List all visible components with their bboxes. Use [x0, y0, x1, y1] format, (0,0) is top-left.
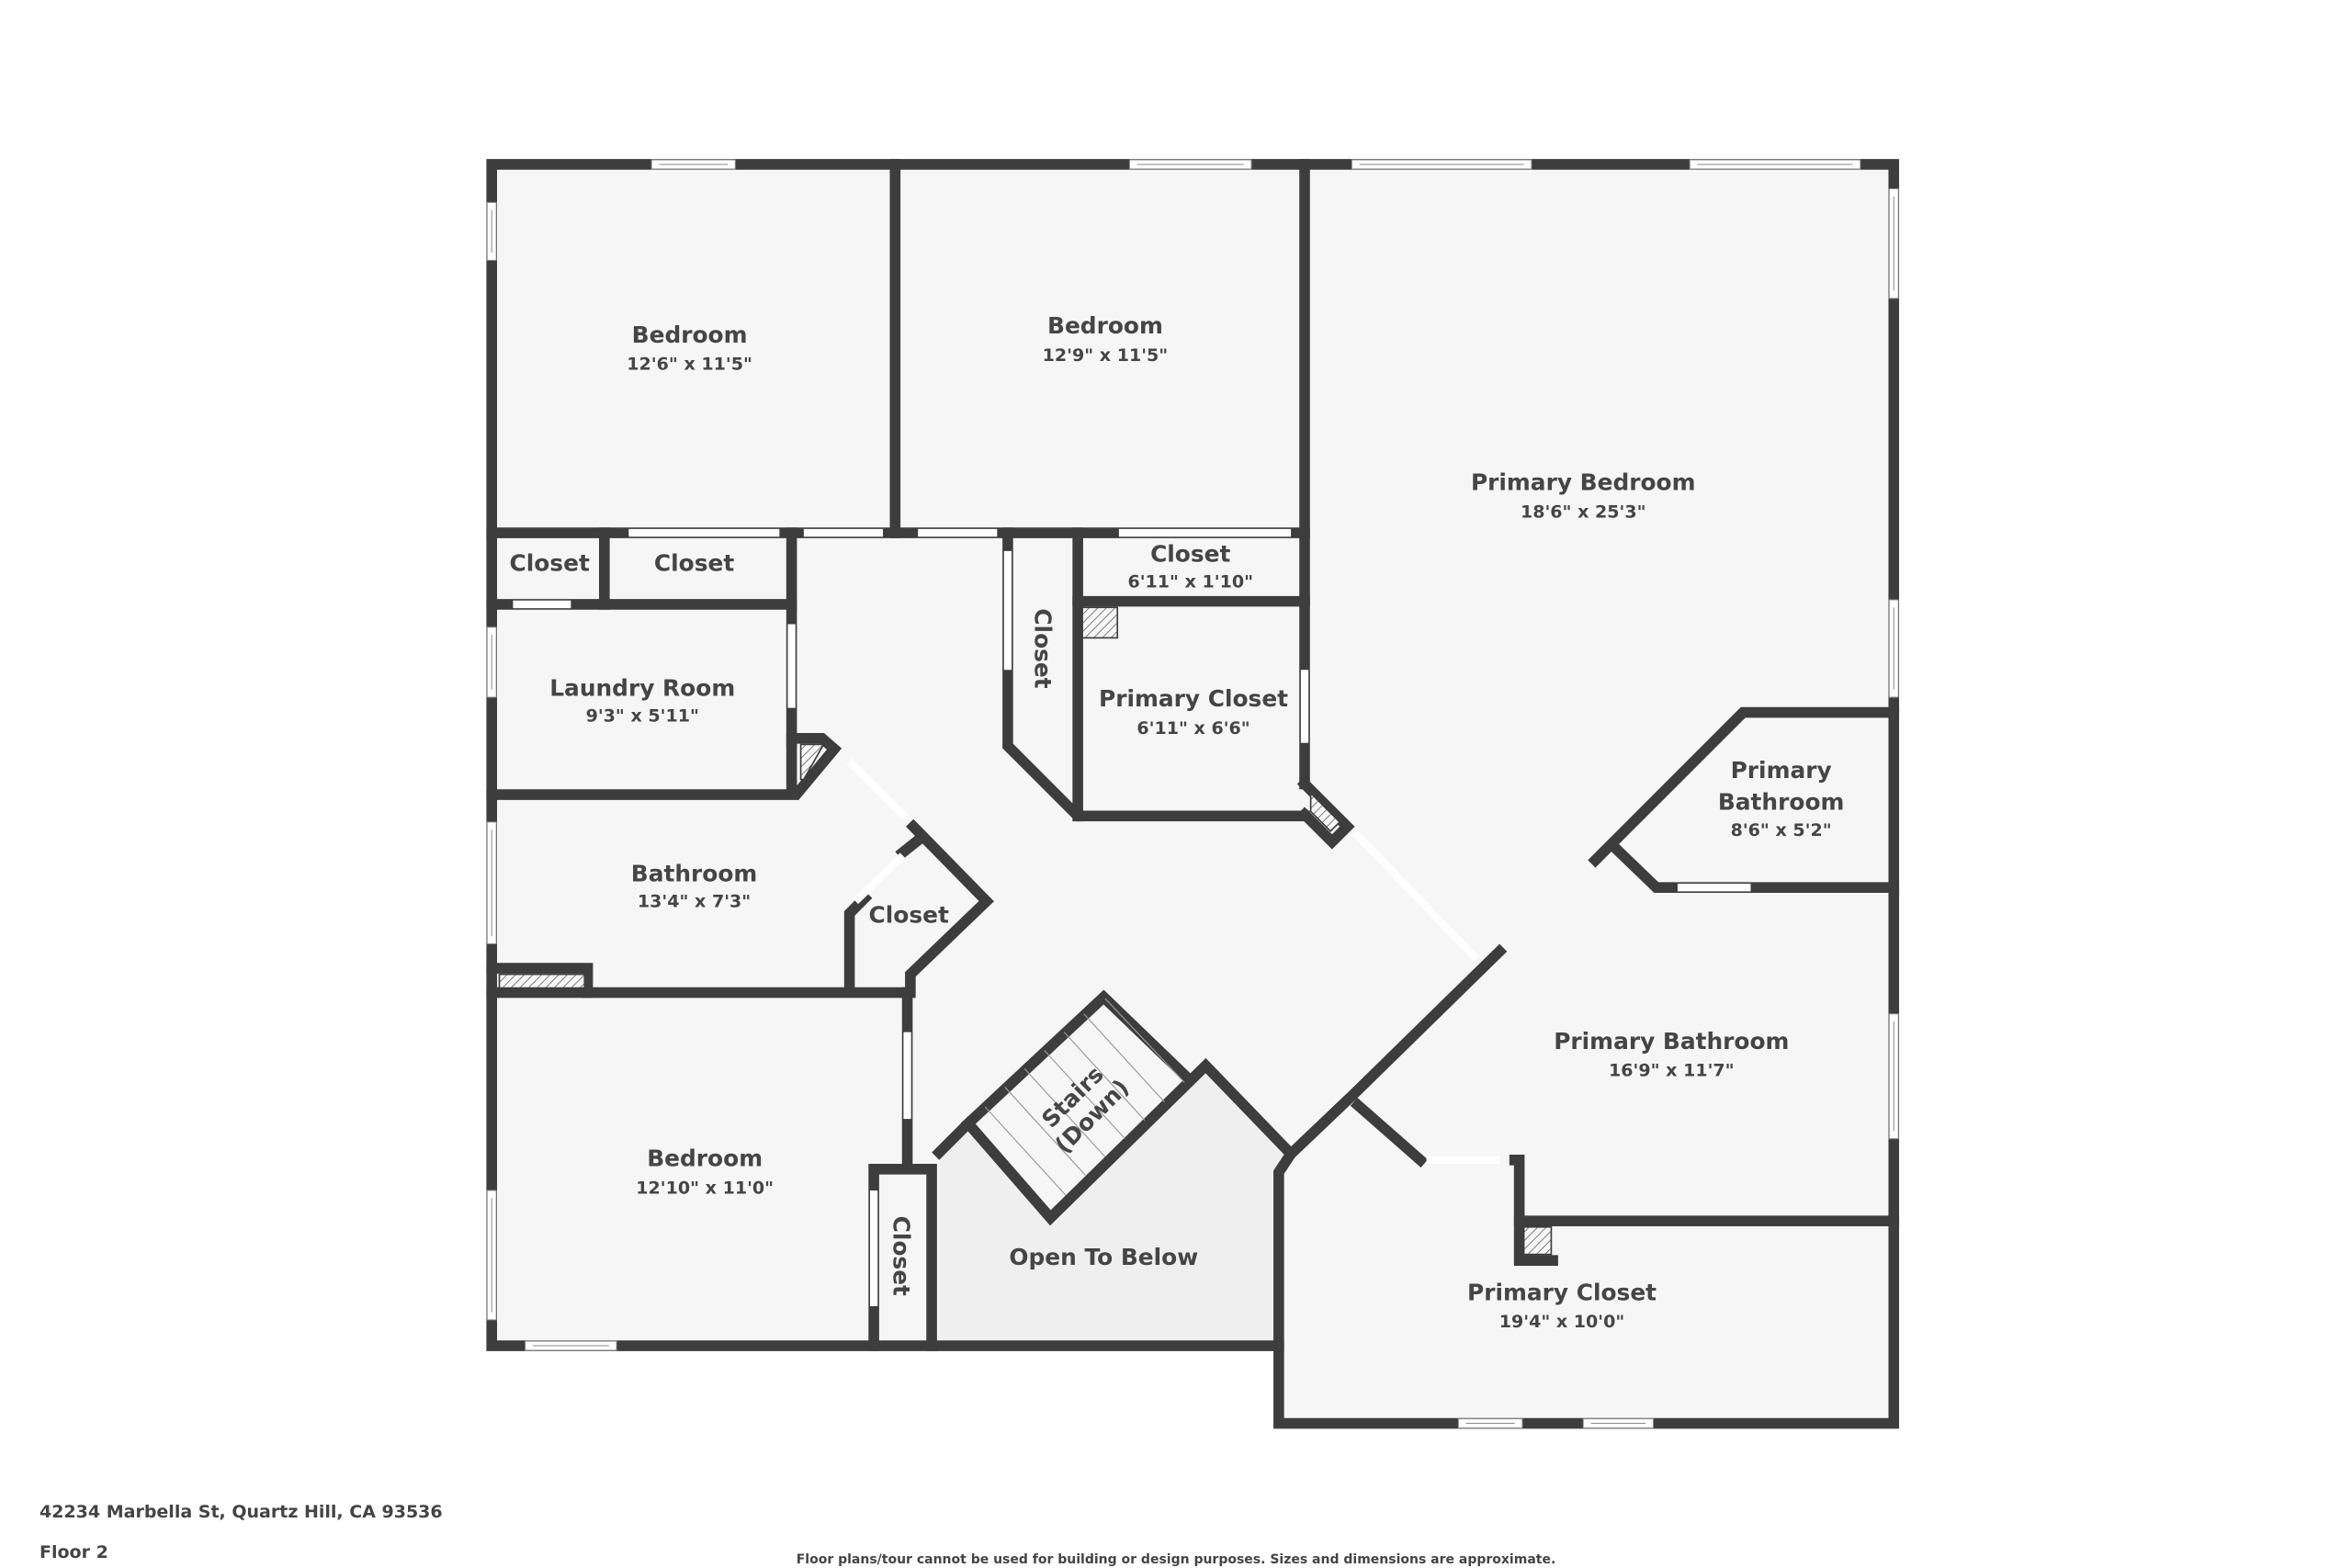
- room-dims: 12'6" x 11'5": [627, 355, 752, 375]
- property-address: 42234 Marbella St, Quartz Hill, CA 93536: [40, 1502, 443, 1522]
- room-name: Bedroom: [647, 1145, 763, 1171]
- room-name: Closet: [1150, 541, 1230, 568]
- exterior-walls: [486, 159, 1900, 1429]
- room-dims: 13'4" x 7'3": [638, 892, 751, 912]
- room-dims: 12'10" x 11'0": [636, 1178, 774, 1198]
- room-name: Primary Bedroom: [1471, 469, 1696, 496]
- door-openings: [513, 528, 1751, 1306]
- room-name: Bathroom: [1718, 789, 1845, 816]
- room-labels: Bedroom 12'6" x 11'5" Bedroom 12'9" x 11…: [509, 312, 1844, 1332]
- room-name: Closet: [1030, 608, 1057, 688]
- room-dims: 6'11" x 1'10": [1127, 572, 1253, 592]
- room-dims: 8'6" x 5'2": [1731, 820, 1832, 840]
- windows: [486, 159, 1899, 1429]
- room-name: Bedroom: [1047, 312, 1163, 339]
- room-name: Primary Closet: [1467, 1279, 1657, 1305]
- room-name: Closet: [869, 901, 949, 928]
- stairs-treads: [984, 998, 1185, 1196]
- room-name: Primary: [1731, 757, 1832, 784]
- floor-label: Floor 2: [40, 1542, 108, 1562]
- room-dims: 19'4" x 10'0": [1499, 1312, 1625, 1332]
- room-name: Primary Bathroom: [1554, 1028, 1789, 1055]
- floor-area: [492, 164, 1894, 1424]
- room-name: Closet: [654, 549, 734, 576]
- room-dims: 9'3" x 5'11": [586, 706, 699, 727]
- room-name: Closet: [509, 549, 589, 576]
- room-name: Bedroom: [632, 321, 748, 348]
- room-dims: 12'9" x 11'5": [1043, 345, 1169, 366]
- room-name: Open To Below: [1009, 1244, 1198, 1270]
- room-name: Closet: [888, 1216, 915, 1296]
- room-name: Bathroom: [631, 861, 758, 887]
- room-dims: 6'11" x 6'6": [1136, 718, 1250, 739]
- open-to-below-area: [939, 1066, 1292, 1347]
- room-name: Primary Closet: [1099, 685, 1288, 712]
- room-dims: 18'6" x 25'3": [1521, 502, 1646, 522]
- room-dims: 16'9" x 11'7": [1609, 1061, 1735, 1081]
- disclaimer: Floor plans/tour cannot be used for buil…: [796, 1552, 1556, 1567]
- hatched-chases: [498, 606, 1553, 1256]
- room-name: Laundry Room: [549, 674, 735, 701]
